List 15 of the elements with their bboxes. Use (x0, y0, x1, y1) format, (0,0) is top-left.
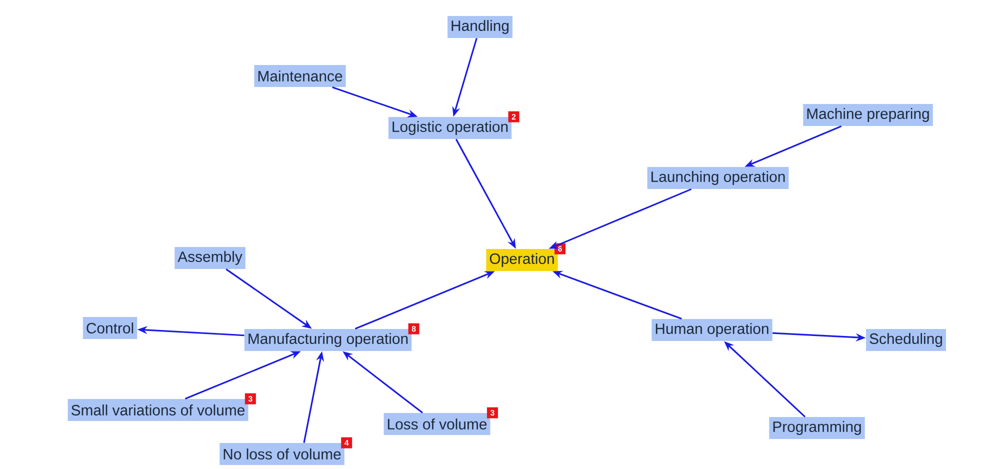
topic-box: Assembly (174, 247, 246, 269)
topic-box: Programming (769, 417, 865, 439)
topic-box: Human operation (652, 319, 772, 341)
topic-box: Handling (448, 16, 512, 38)
topic-box: Control (82, 317, 138, 339)
highlighted-node: Operation (486, 249, 558, 271)
topic-box: Machine preparing (803, 104, 933, 126)
topic-box: Loss of volume (384, 413, 490, 435)
topic-box: Logistic operation (388, 117, 512, 139)
topic-box: Scheduling (866, 329, 946, 351)
topic-box: Maintenance (254, 65, 346, 87)
topic-box: Launching operation (647, 167, 789, 189)
topic-box: Manufacturing operation (244, 329, 412, 351)
topic-box: Small variations of volume (68, 399, 248, 421)
topic-box: No loss of volume (220, 443, 344, 465)
